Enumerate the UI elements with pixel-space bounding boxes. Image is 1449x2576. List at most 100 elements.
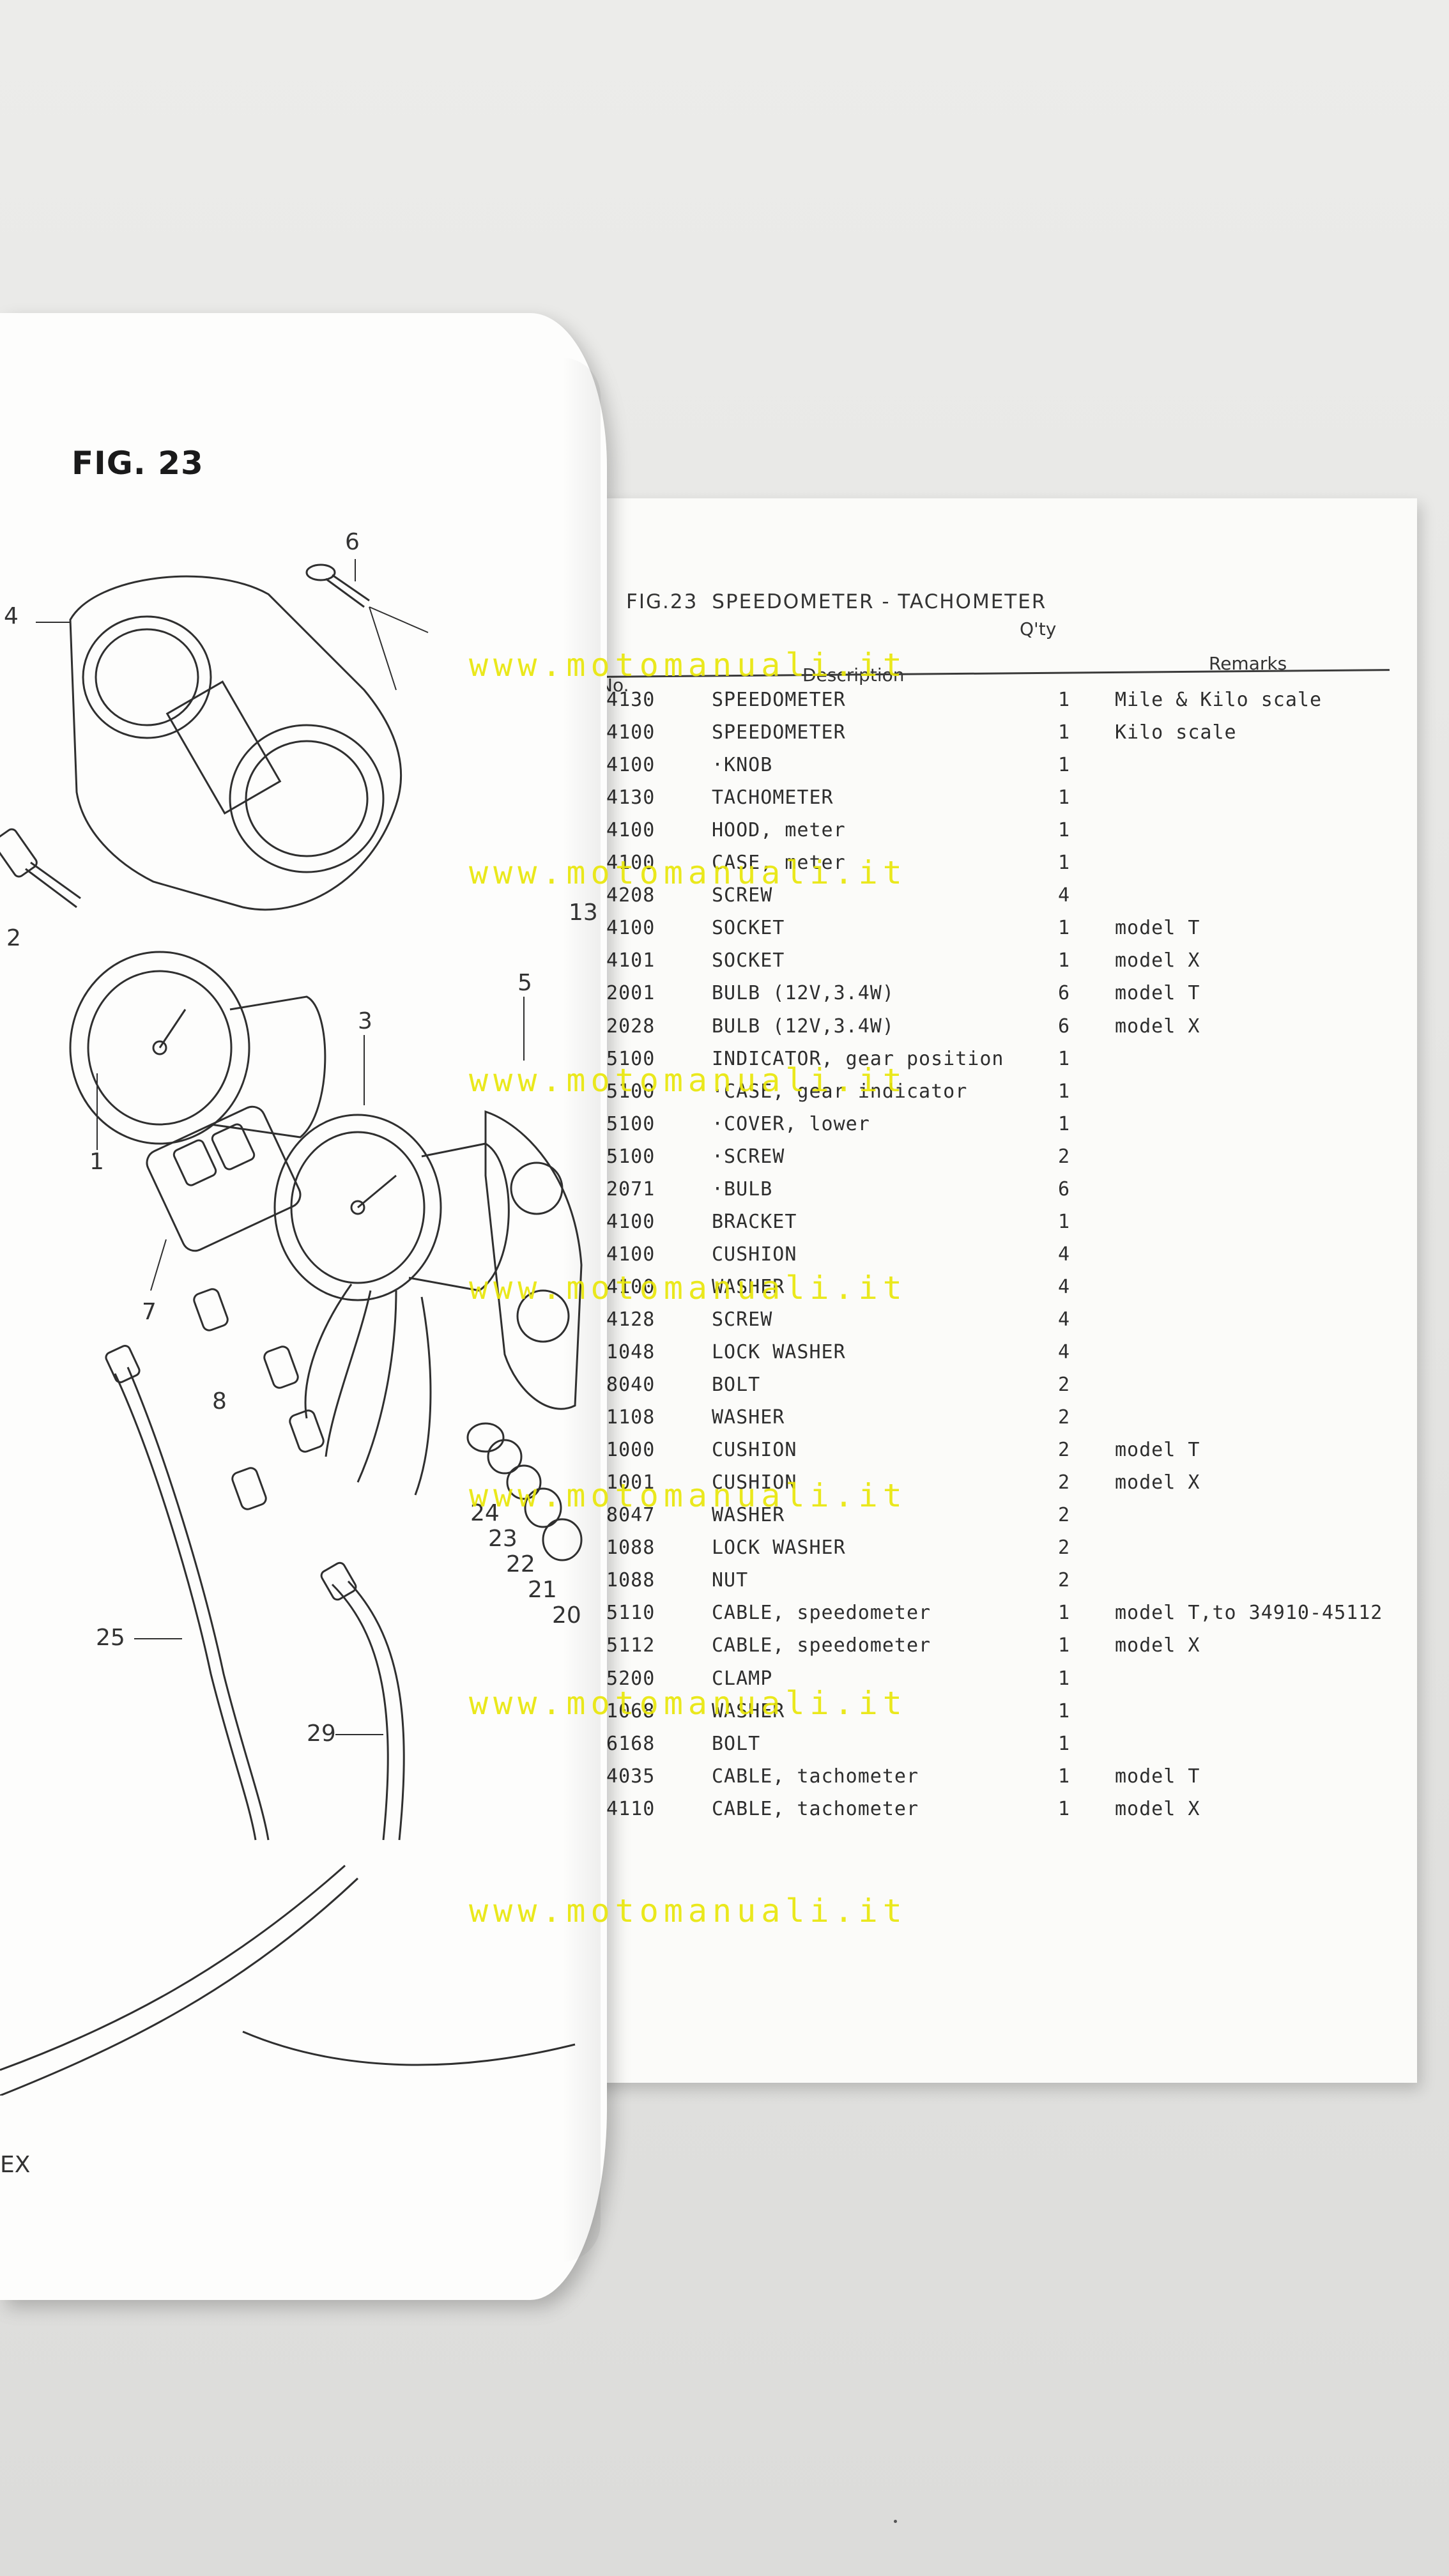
part-description: ·CASE, gear indicator [712, 1080, 968, 1103]
part-description: CABLE, speedometer [712, 1602, 931, 1625]
part-description: SPEEDOMETER [712, 721, 846, 744]
part-qty: 1 [1058, 1732, 1071, 1755]
callout-24: 24 [470, 1500, 500, 1526]
figure-title: FIG. 23 [72, 445, 204, 482]
part-remarks: model T [1115, 982, 1200, 1005]
part-qty: 2 [1058, 1471, 1071, 1494]
watermark-text: www.motomanuali.it [469, 1892, 907, 1929]
callout-8: 8 [212, 1388, 227, 1414]
watermark-text: www.motomanuali.it [469, 1062, 907, 1099]
part-qty: 1 [1058, 917, 1071, 940]
part-remarks: model X [1115, 1015, 1200, 1038]
part-qty: 6 [1058, 1177, 1071, 1200]
part-description: BOLT [712, 1732, 761, 1755]
part-description: ·KNOB [712, 754, 773, 777]
part-qty: 4 [1058, 1341, 1071, 1363]
leader-lines [36, 559, 525, 1735]
part-qty: 1 [1058, 1047, 1071, 1070]
meter-case-drawing [69, 575, 402, 911]
part-qty: 2 [1058, 1406, 1071, 1429]
callout-21: 21 [528, 1577, 557, 1603]
part-qty: 1 [1058, 1699, 1071, 1722]
part-remarks: model X [1115, 1797, 1200, 1820]
part-description: BOLT [712, 1374, 761, 1397]
part-description: LOCK WASHER [712, 1537, 846, 1560]
callout-1: 1 [89, 1149, 104, 1175]
part-description: CABLE, speedometer [712, 1634, 931, 1657]
part-remarks: model T [1115, 1765, 1200, 1788]
watermark-text: www.motomanuali.it [469, 854, 907, 891]
sockets-drawing [193, 1284, 432, 1510]
part-qty: 4 [1058, 1243, 1071, 1266]
callout-13: 13 [569, 900, 598, 926]
callout-23: 23 [488, 1526, 518, 1552]
part-qty: 1 [1058, 1634, 1071, 1657]
part-remarks: model X [1115, 1471, 1200, 1494]
part-description: CUSHION [712, 1439, 797, 1462]
speedometer-cable-drawing [105, 1345, 270, 1841]
part-description: SCREW [712, 1308, 773, 1331]
part-remarks: Mile & Kilo scale [1115, 689, 1322, 711]
part-qty: 2 [1058, 1439, 1071, 1462]
gear-indicator-drawing [146, 1105, 302, 1252]
part-qty: 2 [1058, 1537, 1071, 1560]
washer-stack-drawing [466, 1422, 583, 1561]
part-qty: 1 [1058, 1112, 1071, 1135]
watermark-text: www.motomanuali.it [469, 1477, 907, 1514]
knob-drawing [0, 828, 81, 908]
part-description: ·BULB [712, 1177, 773, 1200]
part-qty: 1 [1058, 1797, 1071, 1820]
part-remarks: Kilo scale [1115, 721, 1237, 744]
bracket-drawing [484, 1110, 583, 1410]
part-remarks: model T [1115, 917, 1200, 940]
part-description: WASHER [712, 1504, 785, 1527]
part-qty: 2 [1058, 1145, 1071, 1168]
part-qty: 1 [1058, 1080, 1071, 1103]
part-description: SOCKET [712, 917, 785, 940]
figure-caption: SPEEDOMETER - TACHOMETER [712, 590, 1047, 613]
callout-20: 20 [552, 1602, 581, 1629]
callout-29: 29 [307, 1721, 336, 1747]
part-qty: 4 [1058, 884, 1071, 907]
speedometer-drawing [69, 951, 326, 1145]
dust-speck [894, 2520, 897, 2523]
part-description: CUSHION [712, 1243, 797, 1266]
part-qty: 1 [1058, 786, 1071, 809]
part-remarks: model X [1115, 949, 1200, 972]
part-qty: 6 [1058, 982, 1071, 1005]
watermark-text: www.motomanuali.it [469, 1685, 907, 1722]
callout-6: 6 [345, 529, 360, 555]
part-description: WASHER [712, 1275, 785, 1298]
part-description: NUT [712, 1569, 749, 1592]
part-description: SPEEDOMETER [712, 689, 846, 711]
lower-cable-drawing [0, 1864, 576, 2096]
callout-25: 25 [96, 1625, 125, 1651]
part-qty: 1 [1058, 1210, 1071, 1233]
part-qty: 2 [1058, 1504, 1071, 1527]
left-page-footer: EX [0, 2152, 31, 2178]
part-description: SOCKET [712, 949, 785, 972]
part-description: WASHER [712, 1406, 785, 1429]
part-qty: 1 [1058, 852, 1071, 875]
part-qty: 2 [1058, 1569, 1071, 1592]
watermark-text: www.motomanuali.it [469, 647, 907, 684]
part-qty: 1 [1058, 949, 1071, 972]
part-description: CUSHION [712, 1471, 797, 1494]
part-description: CABLE, tachometer [712, 1765, 919, 1788]
part-description: SCREW [712, 884, 773, 907]
exploded-diagram: 4 6 2 13 5 3 1 7 8 24 23 22 21 20 25 29 [0, 529, 598, 2096]
part-description: INDICATOR, gear position [712, 1047, 1004, 1070]
part-description: BULB (12V,3.4W) [712, 982, 894, 1005]
callout-3: 3 [358, 1008, 372, 1034]
part-description: TACHOMETER [712, 786, 834, 809]
tachometer-cable-drawing [320, 1561, 405, 1841]
part-qty: 2 [1058, 1374, 1071, 1397]
part-qty: 4 [1058, 1308, 1071, 1331]
part-description: BRACKET [712, 1210, 797, 1233]
part-qty: 1 [1058, 1765, 1071, 1788]
callout-4: 4 [4, 603, 19, 629]
